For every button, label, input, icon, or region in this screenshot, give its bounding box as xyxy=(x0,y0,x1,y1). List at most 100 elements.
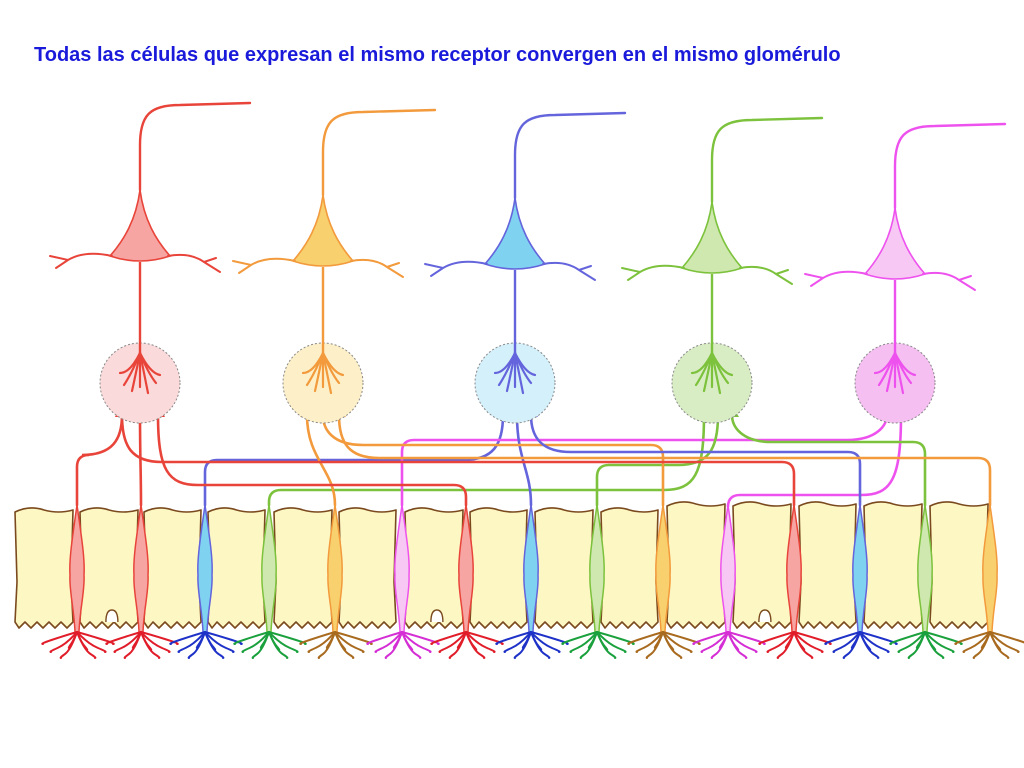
supporting-cell xyxy=(143,507,202,629)
tuft-branch xyxy=(893,351,917,377)
cilium xyxy=(140,631,171,653)
cilium xyxy=(259,631,270,649)
neuron-cilia xyxy=(105,631,179,659)
supporting-cell xyxy=(534,507,594,629)
cilium xyxy=(587,631,598,649)
cilium xyxy=(268,631,307,645)
mitral-axon xyxy=(321,108,437,197)
mitral-lateral-dendrite xyxy=(350,258,404,278)
cilium xyxy=(465,631,496,653)
cilium xyxy=(718,631,729,649)
mitral-lateral-dendrite xyxy=(542,261,596,281)
supporting-cell xyxy=(207,507,266,629)
cilium xyxy=(850,631,861,649)
mitral-cell-soma xyxy=(863,207,927,280)
mitral-dendritic-tuft xyxy=(873,351,917,395)
cilium xyxy=(495,631,532,645)
sensory-axon xyxy=(515,413,533,507)
neuron-cilia xyxy=(758,631,832,659)
cilium xyxy=(401,631,414,651)
cilium xyxy=(859,631,898,645)
sensory-axon xyxy=(120,413,796,507)
cilium xyxy=(113,631,142,653)
supporting-cell xyxy=(600,507,659,629)
cilium xyxy=(241,631,270,653)
mitral-lateral-dendrite xyxy=(49,252,113,269)
cilium xyxy=(521,631,532,649)
cilium xyxy=(924,631,955,653)
cilium xyxy=(784,631,795,649)
cell-notch xyxy=(430,609,444,623)
tuft-branch xyxy=(690,351,714,375)
cilium xyxy=(596,631,627,653)
sensory-neuron-layer xyxy=(41,504,1024,659)
neuron-cilia xyxy=(41,631,115,659)
cilium xyxy=(954,631,991,645)
cilium xyxy=(727,631,740,651)
mitral-lateral-dendrite xyxy=(232,257,296,274)
mitral-cell-soma xyxy=(483,197,547,270)
mitral-lateral-dendrite xyxy=(739,265,793,285)
cilium xyxy=(530,631,543,651)
cilium xyxy=(924,631,963,645)
mitral-cell-soma xyxy=(291,194,355,267)
cilium xyxy=(438,631,467,653)
cilium xyxy=(456,631,467,649)
cilium xyxy=(268,631,299,653)
cilium xyxy=(924,631,937,651)
cilium xyxy=(307,631,336,653)
supporting-cell xyxy=(469,507,528,629)
neuron-cilia xyxy=(954,631,1024,659)
neuron-cilia xyxy=(430,631,504,659)
mitral-cell-soma xyxy=(680,201,744,274)
cilium xyxy=(465,631,478,651)
supporting-cell xyxy=(732,501,792,629)
cilium xyxy=(859,631,890,653)
tuft-branch xyxy=(138,351,162,377)
sensory-axon xyxy=(305,413,337,507)
cilium xyxy=(195,631,206,649)
cilium xyxy=(727,631,766,645)
cilium xyxy=(889,631,926,645)
cilium xyxy=(49,631,78,653)
neuron-cilia xyxy=(299,631,373,659)
cilium xyxy=(561,631,598,645)
supporting-cell xyxy=(863,501,923,629)
neuron-cilia xyxy=(169,631,243,659)
diagram-title: Todas las células que expresan el mismo … xyxy=(34,44,841,66)
mitral-dendritic-tuft xyxy=(301,351,345,395)
tuft-branch xyxy=(301,351,325,375)
cilium xyxy=(897,631,926,653)
cilium xyxy=(989,631,1002,651)
neuron-cilia xyxy=(824,631,898,659)
cilium xyxy=(793,631,832,645)
cilium xyxy=(980,631,991,649)
cilium xyxy=(530,631,561,653)
cilium xyxy=(41,631,78,645)
supporting-cell xyxy=(798,501,857,629)
mitral-lateral-dendrite xyxy=(804,270,868,287)
cilium xyxy=(334,631,347,651)
mitral-cell-soma xyxy=(108,189,172,262)
mitral-axon xyxy=(513,111,627,200)
sensory-axon xyxy=(595,413,720,507)
cilium xyxy=(204,631,235,653)
mitral-dendritic-tuft xyxy=(493,351,537,395)
cilium xyxy=(204,631,243,645)
cilium xyxy=(832,631,861,653)
cilium xyxy=(692,631,729,645)
cilium xyxy=(169,631,206,645)
neuron-cilia xyxy=(889,631,963,659)
sensory-axon xyxy=(156,413,468,507)
cilium xyxy=(67,631,78,649)
mitral-lateral-dendrite xyxy=(167,253,221,273)
cilium xyxy=(140,631,179,645)
cilium xyxy=(430,631,467,645)
cilium xyxy=(76,631,115,645)
tuft-branch xyxy=(493,351,517,375)
sensory-axon xyxy=(75,413,124,507)
sensory-axon xyxy=(203,413,505,507)
sensory-axon xyxy=(138,413,143,507)
cilium xyxy=(268,631,281,651)
cilium xyxy=(915,631,926,649)
